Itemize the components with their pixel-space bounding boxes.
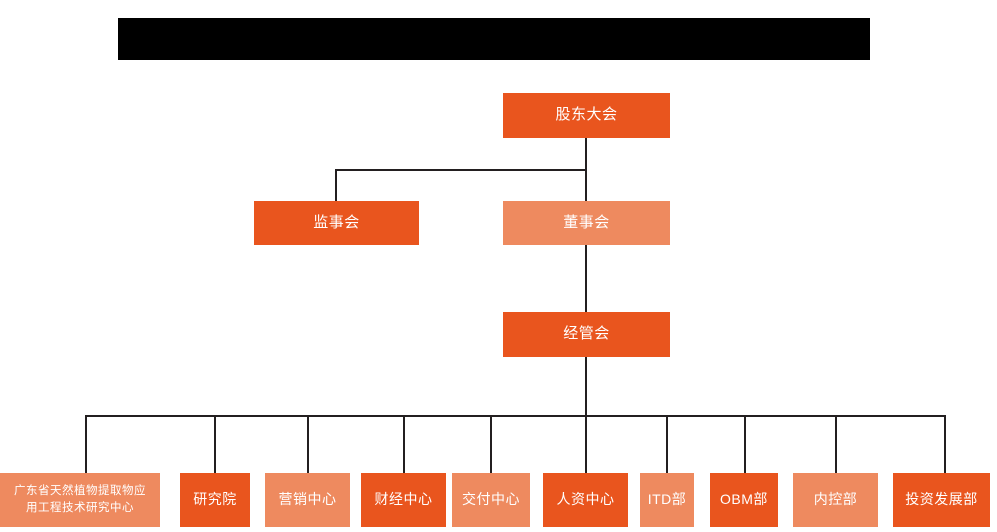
node-institute[interactable]: 研究院	[180, 473, 250, 527]
node-itd-department[interactable]: ITD部	[640, 473, 694, 527]
node-obm-department[interactable]: OBM部	[710, 473, 778, 527]
node-internal-control-department[interactable]: 内控部	[793, 473, 878, 527]
node-hr-center[interactable]: 人资中心	[543, 473, 628, 527]
node-board-of-supervisors[interactable]: 监事会	[254, 201, 419, 245]
connector-level1-bus	[335, 169, 587, 171]
connector-departments-bus	[86, 415, 946, 417]
connector-to-supervisors	[335, 169, 337, 202]
connector-drop-internal-control	[835, 415, 837, 473]
node-shareholders-meeting[interactable]: 股东大会	[503, 93, 670, 138]
node-marketing-center[interactable]: 营销中心	[265, 473, 350, 527]
connector-drop-investment	[944, 415, 946, 473]
connector-board-to-mgmt	[585, 244, 587, 312]
node-management-committee[interactable]: 经管会	[503, 312, 670, 357]
node-label-line-1: 广东省天然植物提取物应	[14, 485, 146, 498]
connector-drop-delivery	[490, 415, 492, 473]
node-finance-center[interactable]: 财经中心	[361, 473, 446, 527]
connector-level1-trunk	[585, 137, 587, 170]
connector-drop-institute	[214, 415, 216, 473]
connector-drop-hr	[585, 415, 587, 473]
connector-drop-itd	[666, 415, 668, 473]
redacted-title-bar	[118, 18, 870, 60]
connector-to-board	[585, 169, 587, 202]
connector-drop-obm	[744, 415, 746, 473]
node-guangdong-research-center[interactable]: 广东省天然植物提取物应 用工程技术研究中心	[0, 473, 160, 527]
connector-drop-finance	[403, 415, 405, 473]
connector-drop-marketing	[307, 415, 309, 473]
node-investment-development-department[interactable]: 投资发展部	[893, 473, 990, 527]
node-label-line-2: 用工程技术研究中心	[26, 502, 134, 514]
node-delivery-center[interactable]: 交付中心	[452, 473, 530, 527]
node-board-of-directors[interactable]: 董事会	[503, 201, 670, 245]
connector-drop-research-center	[85, 415, 87, 473]
connector-mgmt-trunk	[585, 357, 587, 416]
